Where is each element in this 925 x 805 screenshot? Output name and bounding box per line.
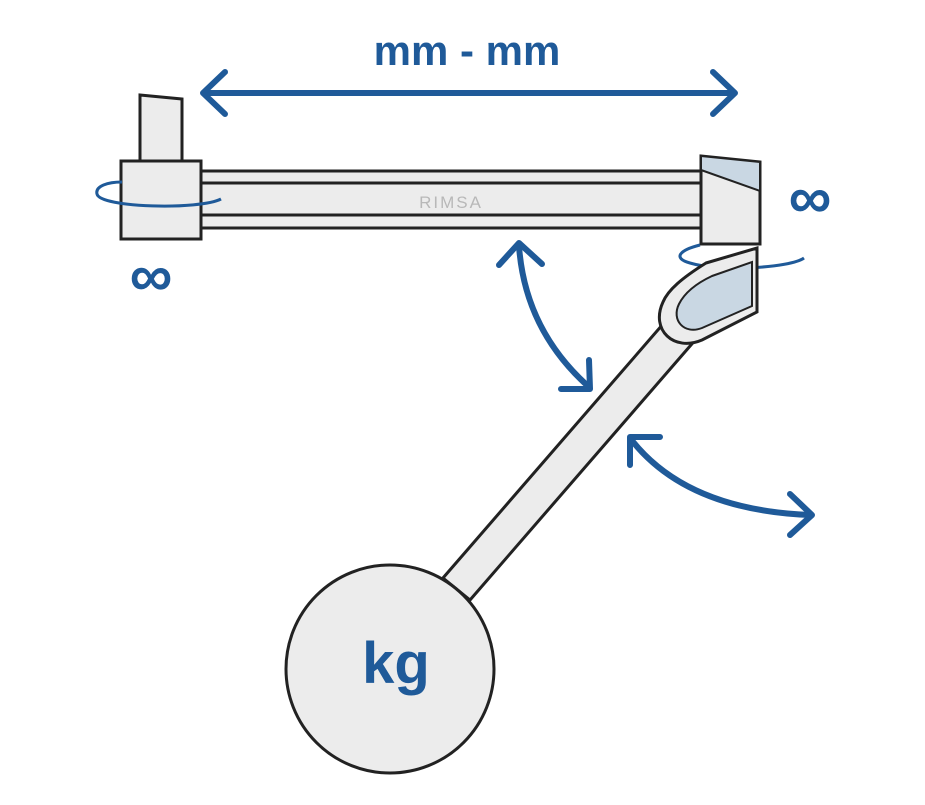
rotation-label-right: ∞	[789, 164, 832, 231]
weight-label: kg	[362, 631, 430, 696]
rotation-label-left: ∞	[130, 242, 173, 309]
upper-pivot-arrow	[496, 240, 593, 392]
right-rotation-ring	[678, 243, 805, 270]
right-joint-highlight	[700, 154, 761, 193]
diagonal-arm	[440, 313, 700, 603]
mount-post	[138, 93, 184, 164]
reach-arrow	[200, 69, 738, 117]
lower-pivot-arrow	[627, 434, 815, 538]
left-rotation-ring	[95, 180, 222, 208]
weight-circle	[284, 563, 496, 775]
rimsa-logo: RIMSA	[419, 193, 483, 212]
left-mount-block	[119, 159, 203, 241]
elbow-joint-inner	[675, 260, 753, 331]
reach-label: mm - mm	[374, 27, 561, 74]
